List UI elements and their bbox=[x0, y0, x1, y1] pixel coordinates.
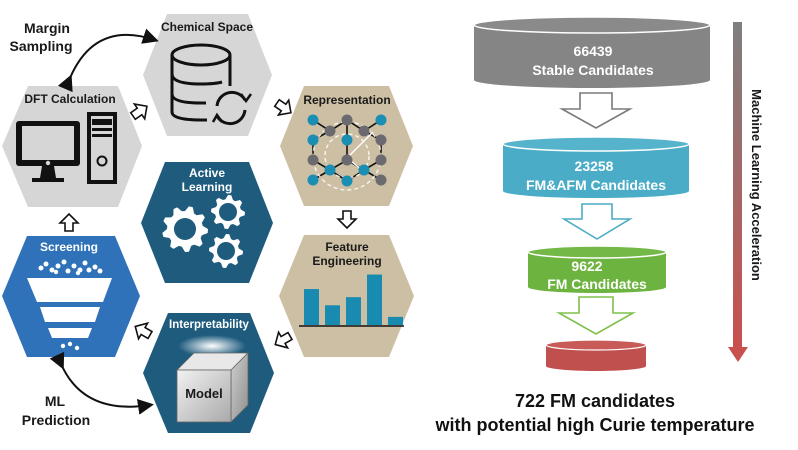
arrow-chemical-to-representation-icon bbox=[273, 98, 292, 117]
node-label-line2: Engineering bbox=[312, 254, 381, 268]
feature-bar bbox=[325, 305, 340, 325]
arrow-down-icon bbox=[728, 347, 748, 362]
node-label: Representation bbox=[303, 93, 390, 107]
funnel-arrow-3-icon bbox=[555, 296, 637, 335]
node-label: DFT Calculation bbox=[24, 92, 115, 106]
feature-bar bbox=[367, 274, 382, 325]
model-label: Model bbox=[185, 386, 223, 401]
result-line2: with potential high Curie temperature bbox=[434, 415, 754, 435]
ml-prediction-label-line1: ML bbox=[45, 393, 66, 409]
arrow-dft-to-chemical-icon bbox=[129, 102, 148, 121]
ml-prediction-curve-arrow bbox=[49, 351, 154, 415]
node-active-learning: Active Learning bbox=[141, 162, 273, 283]
funnel-arrow-1-icon bbox=[558, 92, 634, 129]
node-label-line1: Active bbox=[189, 166, 225, 180]
feature-bar bbox=[388, 316, 403, 325]
gear-icon bbox=[209, 234, 243, 268]
stage-label: FM Candidates bbox=[547, 276, 647, 292]
database-refresh-icon bbox=[170, 43, 253, 126]
model-box-icon: Model bbox=[176, 335, 249, 423]
cylinder-body bbox=[474, 25, 710, 88]
funnel-icon bbox=[27, 259, 112, 351]
margin-sampling-curve-arrow bbox=[57, 28, 159, 93]
arrow-screening-to-dft-icon bbox=[58, 212, 80, 232]
funnel-stage-final bbox=[545, 339, 647, 371]
node-label: Screening bbox=[40, 240, 98, 254]
gear-icon bbox=[162, 206, 208, 252]
gear-icon bbox=[211, 195, 245, 229]
cylinder-top bbox=[545, 339, 647, 351]
cylinder-top bbox=[502, 136, 690, 152]
desktop-computer-icon bbox=[16, 112, 117, 184]
funnel-stage-stable: 66439 Stable Candidates bbox=[473, 16, 711, 88]
cylinder-body bbox=[503, 144, 689, 198]
result-line1: 722 FM candidates bbox=[515, 391, 675, 411]
cylinder-body bbox=[546, 345, 646, 371]
funnel-stage-fm-afm: 23258 FM&AFM Candidates bbox=[502, 136, 690, 198]
bar-chart-icon bbox=[304, 274, 403, 325]
hexagon bbox=[143, 14, 272, 136]
cylinder-top bbox=[527, 245, 667, 259]
node-screening: Screening bbox=[2, 236, 140, 357]
arrow-representation-to-feature-icon bbox=[336, 210, 358, 230]
node-interpretability: Interpretability Model bbox=[143, 313, 274, 433]
margin-sampling-label-line2: Sampling bbox=[9, 38, 72, 54]
gears-icon bbox=[162, 195, 245, 268]
node-label: Chemical Space bbox=[161, 20, 253, 34]
margin-sampling-label-line1: Margin bbox=[24, 20, 70, 36]
node-label-line2: Learning bbox=[182, 180, 233, 194]
node-representation: Representation bbox=[280, 86, 413, 206]
node-label-line1: Feature bbox=[325, 240, 369, 254]
flow-arrows bbox=[58, 98, 358, 350]
arrow-feature-to-interpretability-icon bbox=[274, 330, 294, 350]
stage-label: FM&AFM Candidates bbox=[526, 177, 666, 193]
arrow-interpretability-to-screening-icon bbox=[134, 321, 154, 341]
node-dft-calculation: DFT Calculation bbox=[2, 86, 142, 207]
node-label: Interpretability bbox=[169, 319, 249, 331]
ml-prediction-label-line2: Prediction bbox=[22, 412, 90, 428]
funnel-arrow-2-icon bbox=[561, 203, 633, 240]
cylinder-body bbox=[528, 252, 666, 293]
stage-count: 9622 bbox=[571, 258, 602, 274]
machine-learning-acceleration-arrow: Machine Learning Acceleration bbox=[728, 22, 764, 362]
stage-count: 66439 bbox=[574, 43, 613, 59]
crystal-structure-icon bbox=[307, 114, 387, 191]
node-chemical-space: Chemical Space bbox=[143, 14, 272, 136]
funnel-stage-fm: 9622 FM Candidates bbox=[527, 245, 667, 293]
cylinder-top bbox=[473, 16, 711, 34]
stage-count: 23258 bbox=[575, 158, 614, 174]
node-feature-engineering: Feature Engineering bbox=[279, 235, 414, 357]
feature-bar bbox=[346, 297, 361, 325]
acceleration-label: Machine Learning Acceleration bbox=[749, 89, 764, 281]
stage-label: Stable Candidates bbox=[532, 62, 654, 78]
feature-bar bbox=[304, 289, 319, 325]
